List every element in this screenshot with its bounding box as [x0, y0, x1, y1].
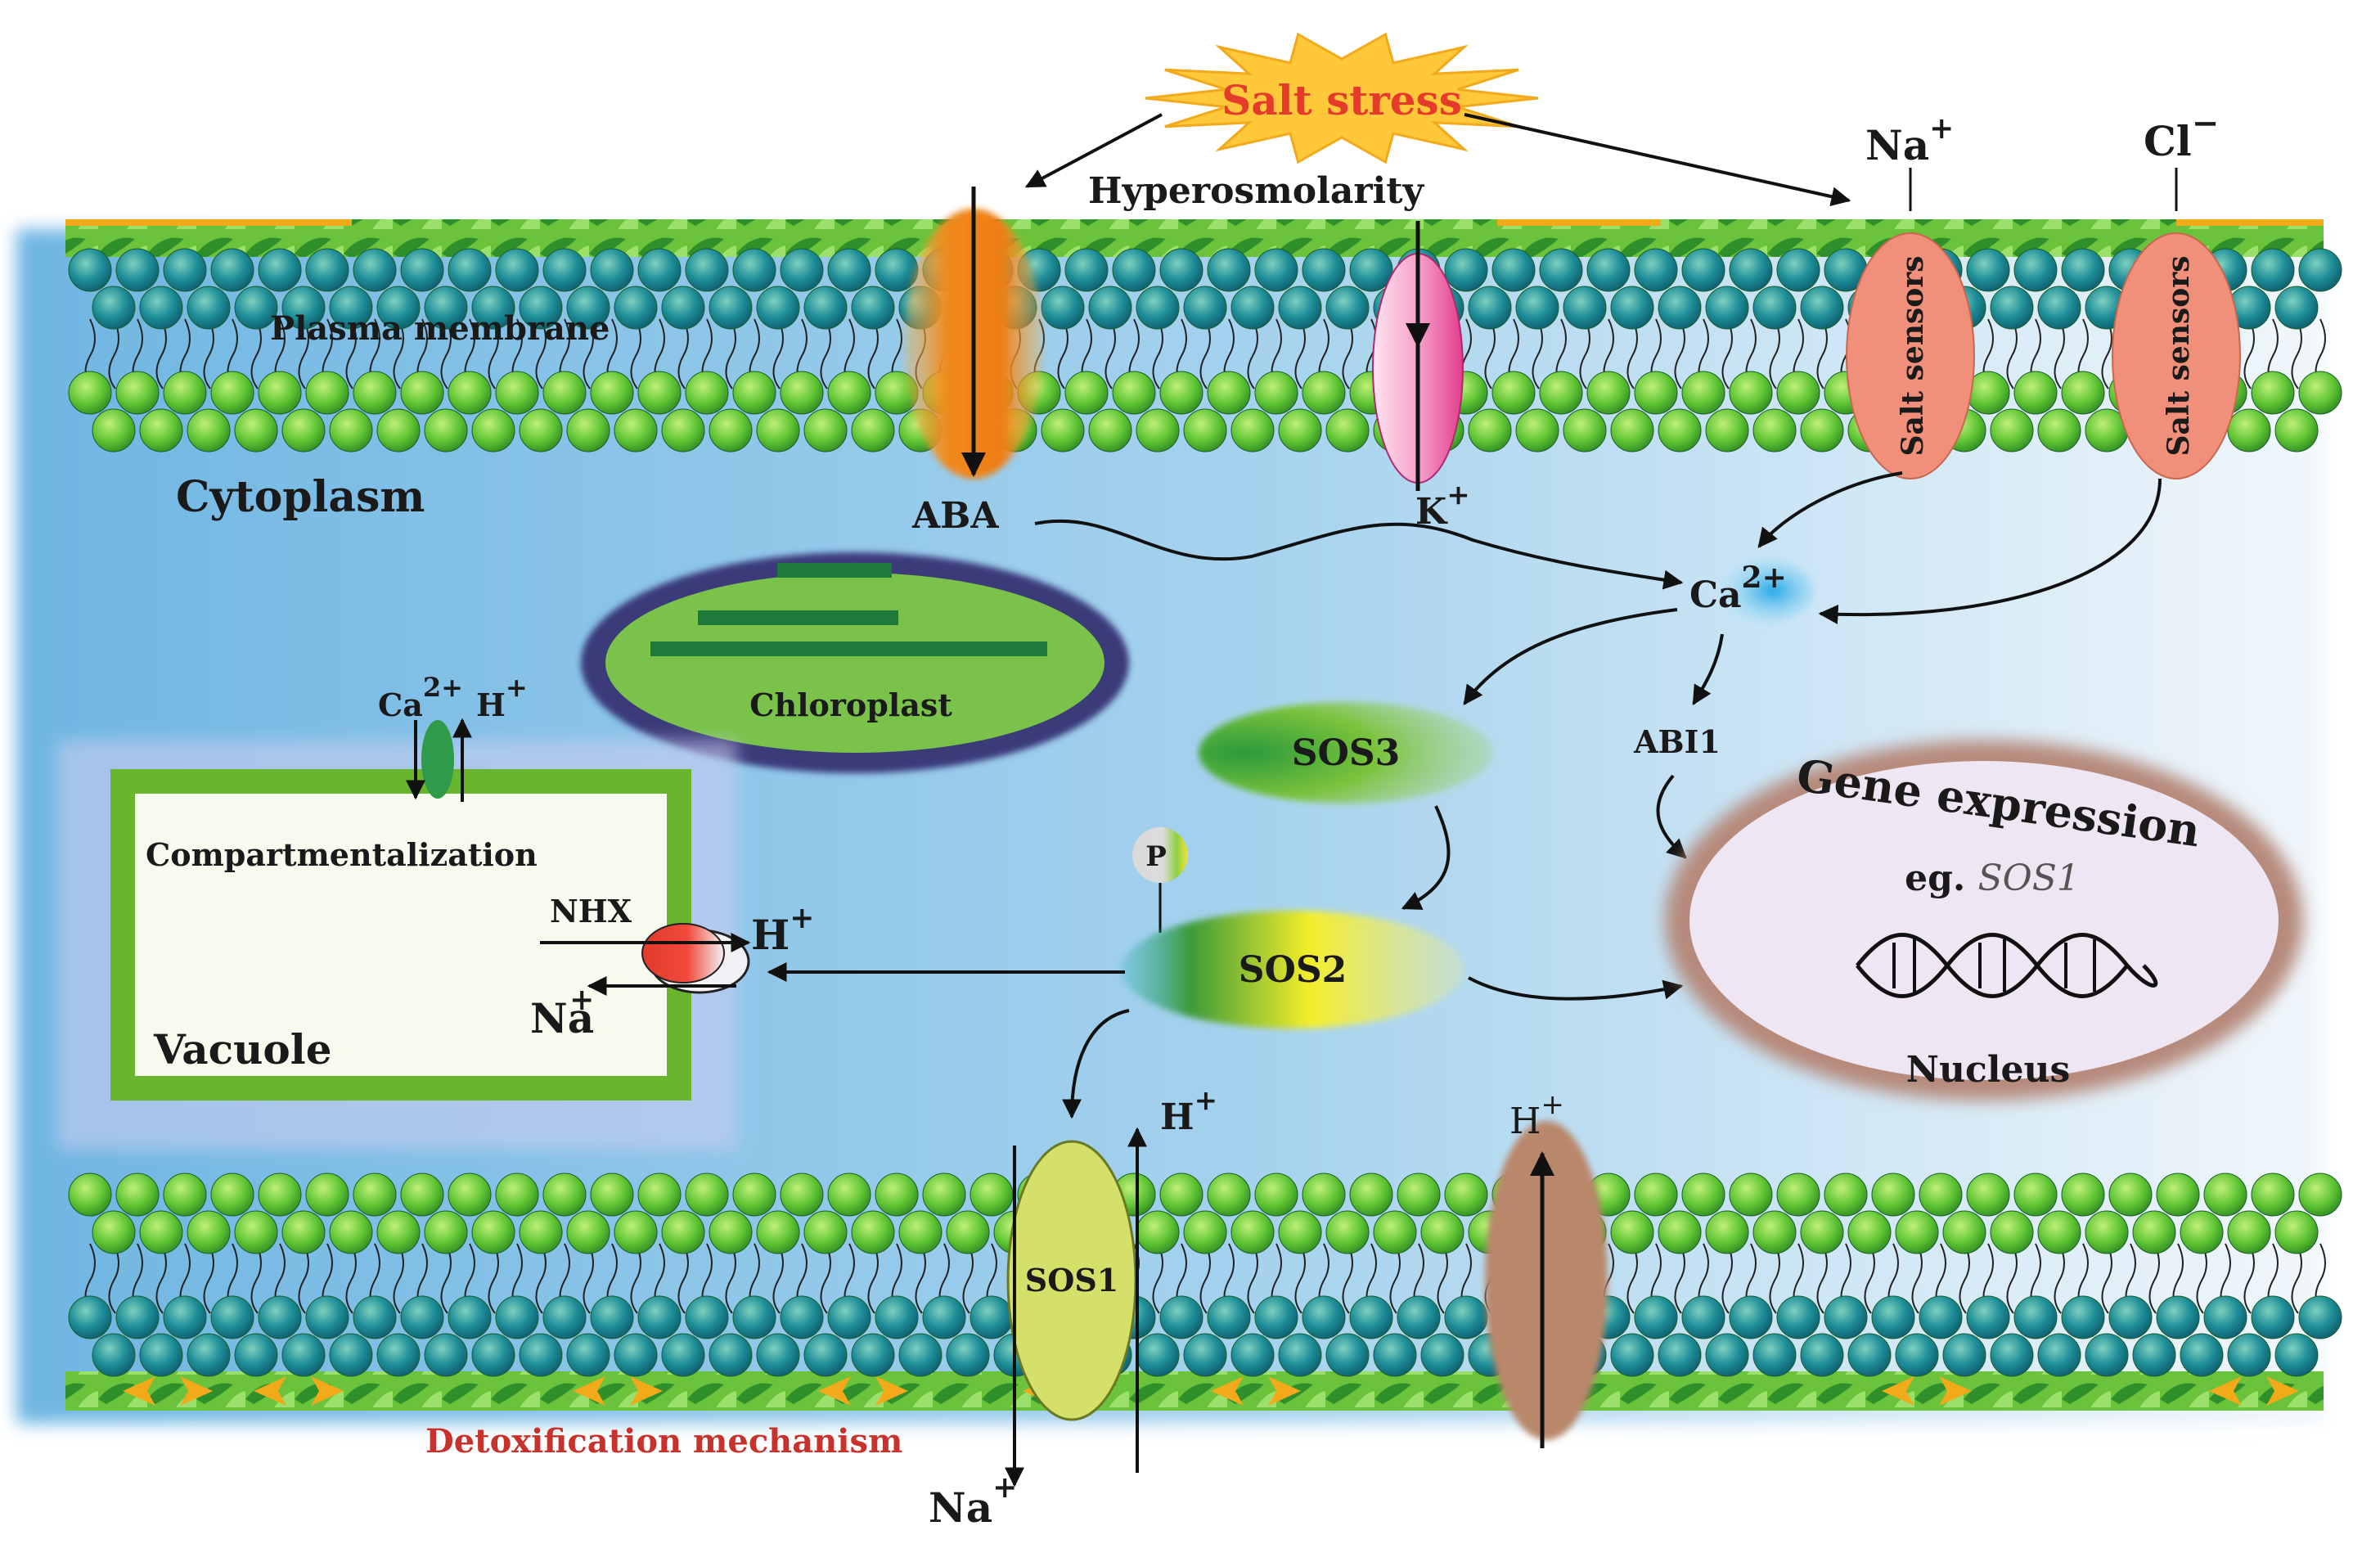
sos2-protein — [1121, 911, 1464, 1029]
k-plus-label: K+ — [1415, 479, 1470, 533]
cl-minus-top-label: Cl− — [2144, 104, 2219, 165]
proton-pump — [1485, 1121, 1608, 1440]
arrow-calcium-to-abi1 — [1692, 633, 1724, 706]
bottom-cell-wall — [65, 1371, 2324, 1411]
salt-stress-label: Salt stress — [1221, 76, 1462, 124]
nhx-antiporter — [641, 923, 750, 994]
hyperosmolarity-label: Hyperosmolarity — [1088, 170, 1425, 212]
arrow-calcium-to-sos3 — [1463, 608, 1678, 705]
detoxification-label: Detoxification mechanism — [425, 1422, 902, 1461]
chloroplast-label: Chloroplast — [749, 686, 952, 723]
nhx-sodium-label: Na+ — [530, 983, 594, 1042]
arrow-sos2-to-sos1 — [1062, 1009, 1130, 1119]
salt-sensor-cl-label: Salt sensors — [2162, 255, 2196, 456]
sodium-bottom-label: Na+ — [929, 1470, 1017, 1532]
arrow-salt-to-hyperosmolarity — [1024, 113, 1163, 188]
sos1-antiporter: SOS1 — [1006, 1140, 1137, 1421]
nhx-proton-label: H+ — [751, 901, 814, 959]
gene-example-label: eg. SOS1 — [1905, 858, 2080, 899]
vacuole-label: Vacuole — [153, 1025, 332, 1074]
calcium-label: Ca2+ — [1689, 560, 1787, 616]
plasma-membrane-top — [68, 248, 2342, 452]
aba-label: ABA — [911, 495, 999, 537]
compartmentalization-label: Compartmentalization — [146, 836, 538, 873]
salt-sensor-na-label: Salt sensors — [1896, 255, 1930, 456]
arrow-na-sensor-to-calcium — [1757, 471, 1903, 548]
abi1-label: ABI1 — [1633, 723, 1721, 760]
phosphate-group: P — [1132, 827, 1188, 933]
sos3-label: SOS3 — [1292, 732, 1401, 774]
proton-pump-label: H+ — [1509, 1088, 1564, 1142]
arrow-abi1-to-nucleus — [1656, 774, 1687, 859]
na-plus-top-label: Na+ — [1865, 111, 1954, 169]
sos1-proton-label: H+ — [1160, 1084, 1217, 1138]
sos2-label: SOS2 — [1239, 949, 1347, 991]
phosphate-label: P — [1145, 840, 1167, 873]
dna-helix-icon — [1856, 933, 2158, 998]
calcium-proton-exchanger — [421, 720, 454, 799]
nucleus: Gene expression eg. SOS1 Nucleus — [1665, 740, 2303, 1101]
salt-sensor-na: Salt sensors — [1846, 232, 1975, 479]
vacuole-proton-label: H+ — [476, 672, 528, 723]
arrow-aba-to-calcium — [1034, 519, 1684, 590]
sos1-label: SOS1 — [1025, 1262, 1118, 1299]
arrow-sos2-to-nucleus — [1468, 976, 1684, 1001]
salt-stress-star: Salt stress — [1145, 32, 1539, 164]
bottom-wall-decorations — [123, 1376, 2299, 1406]
chloroplast: Chloroplast — [581, 552, 1129, 773]
sos3-protein — [1199, 702, 1493, 804]
arrow-salt-to-sensors — [1464, 113, 1851, 207]
k-plus-arrowhead — [1406, 323, 1430, 348]
arrow-sos3-to-sos2 — [1401, 805, 1451, 910]
cytoplasm-label: Cytoplasm — [176, 472, 425, 522]
arrow-cl-sensor-to-calcium — [1818, 478, 2162, 624]
nucleus-label: Nucleus — [1906, 1049, 2070, 1091]
nhx-label: NHX — [550, 893, 632, 930]
calcium-blob — [1712, 556, 1814, 625]
plasma-membrane-label: Plasma membrane — [270, 309, 610, 348]
salt-sensor-cl: Salt sensors — [2112, 232, 2241, 479]
vacuole: Compartmentalization Vacuole NHX — [57, 740, 736, 1150]
vacuole-calcium-label: Ca2+ — [378, 672, 463, 723]
